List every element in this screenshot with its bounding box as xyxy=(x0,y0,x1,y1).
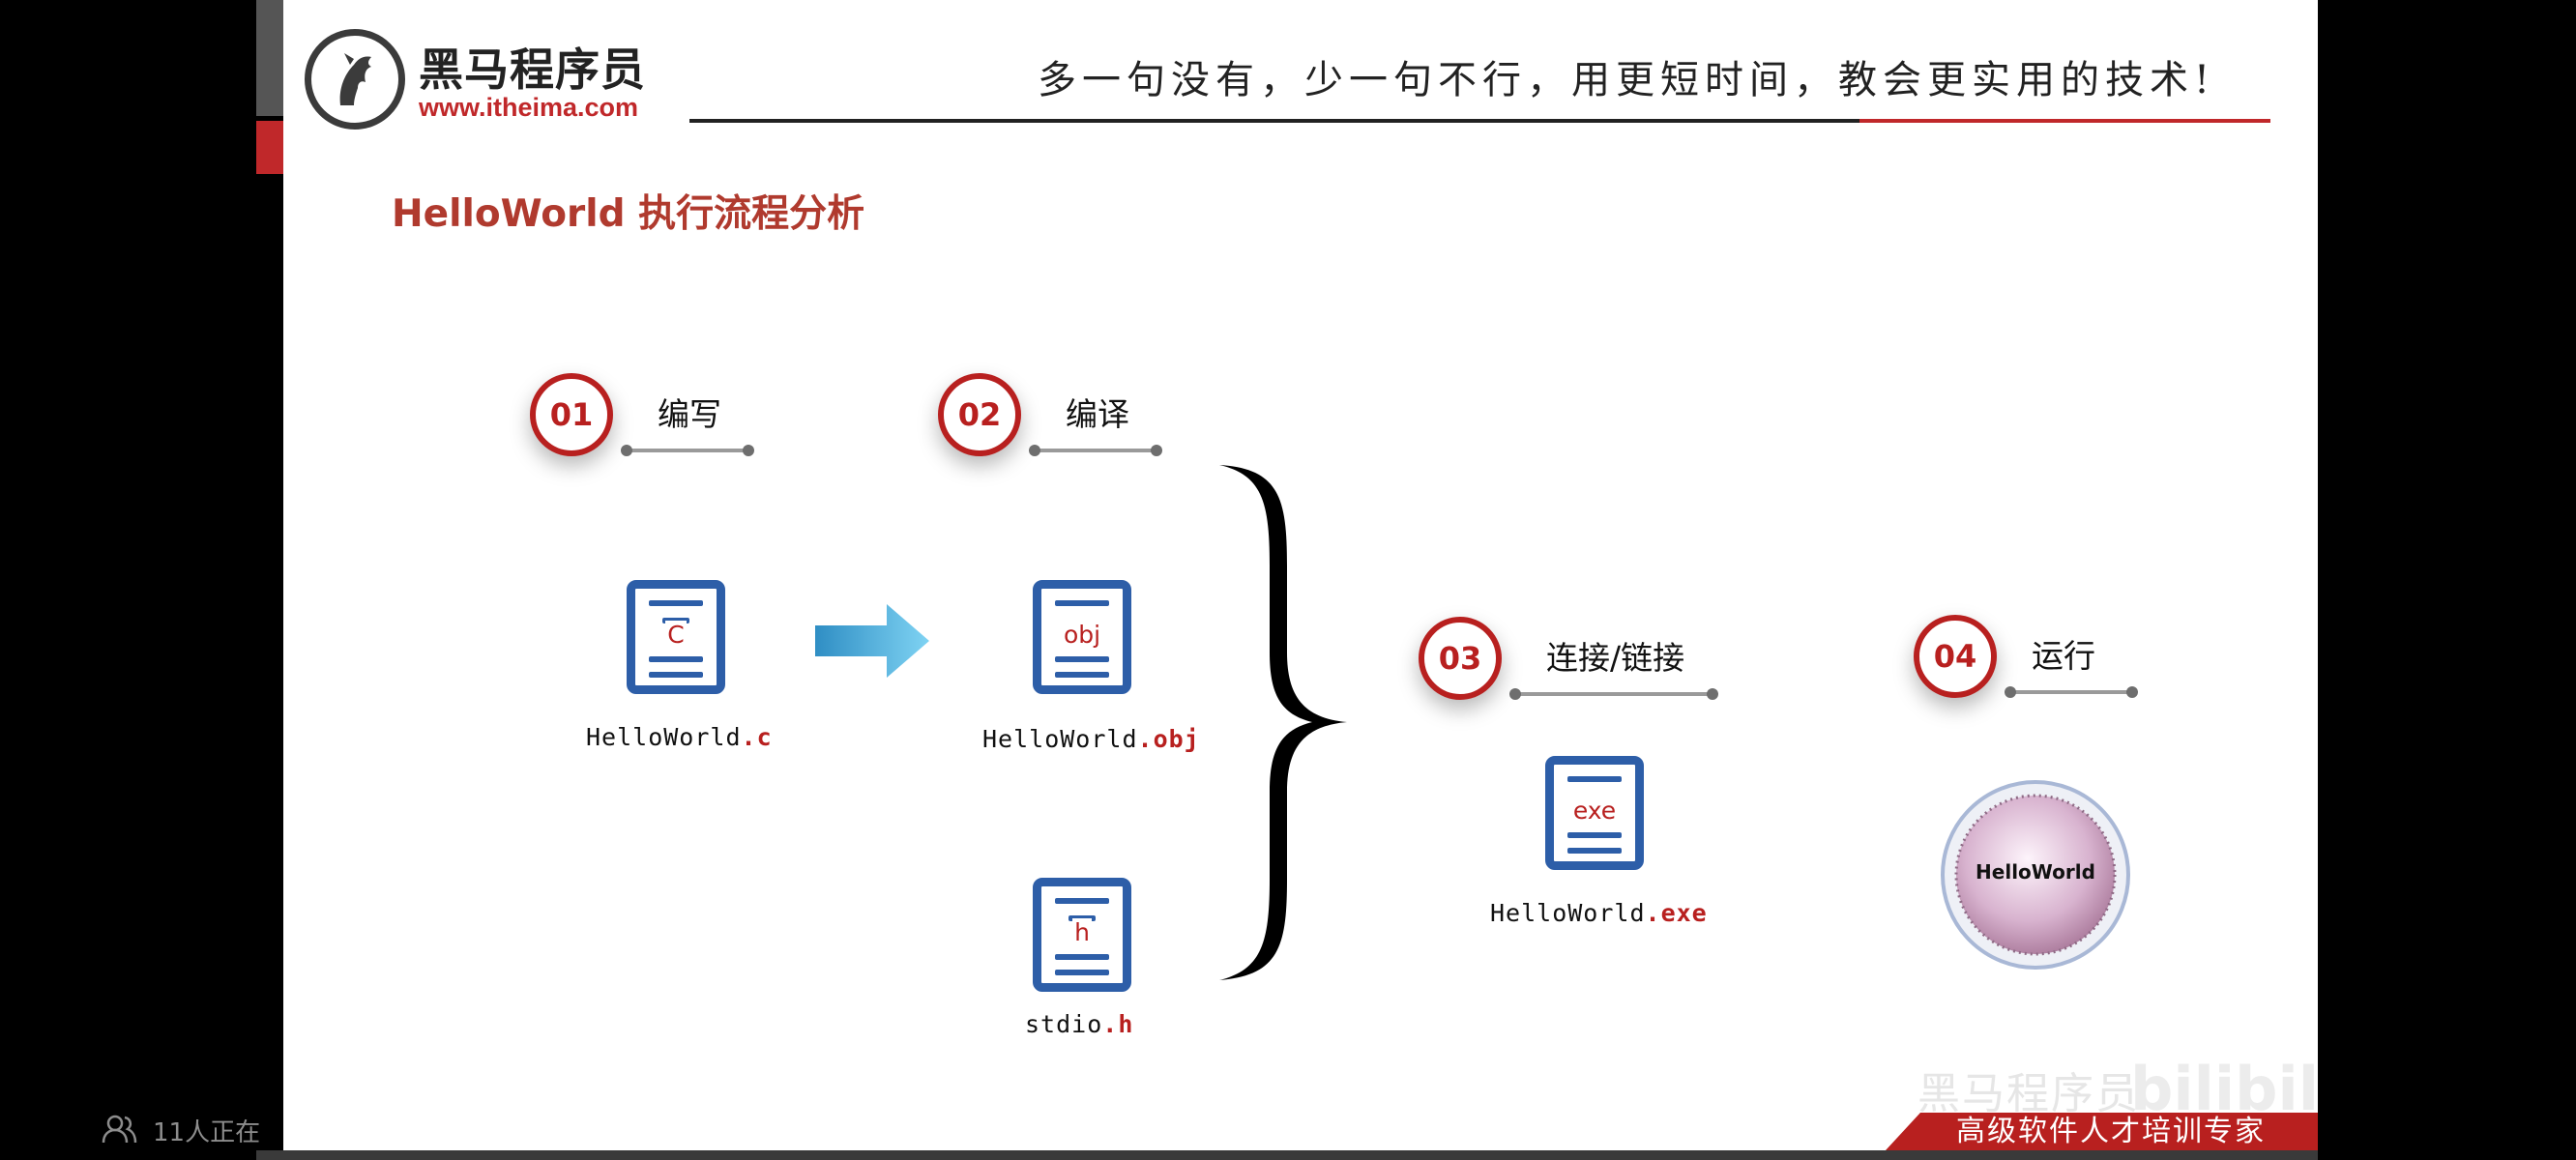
left-edge-accent xyxy=(256,121,283,174)
step-number-badge: 01 xyxy=(530,373,613,456)
file-extension: .h xyxy=(1102,1010,1134,1038)
exe-file-name: HelloWorld.exe xyxy=(1490,899,1708,927)
slide: 黑马程序员 www.itheima.com 多一句没有，少一句不行，用更短时间，… xyxy=(283,0,2318,1150)
brand-url: www.itheima.com xyxy=(419,93,639,122)
step-number-badge: 03 xyxy=(1419,617,1502,700)
step-underline xyxy=(1509,688,1718,700)
header-divider xyxy=(689,119,2270,123)
file-extension: .obj xyxy=(1137,725,1200,753)
header-file-name: stdio.h xyxy=(1025,1010,1133,1038)
video-progress-bar[interactable] xyxy=(256,1150,2318,1160)
exe-file-icon: exe xyxy=(1545,756,1644,870)
right-arrow-icon xyxy=(815,604,929,678)
header-divider-accent xyxy=(1859,119,2270,123)
brand-logo: 黑马程序员 www.itheima.com xyxy=(305,27,672,133)
file-base-name: stdio xyxy=(1025,1010,1103,1038)
obj-file-icon: obj xyxy=(1033,580,1131,694)
source-file-name: HelloWorld.c xyxy=(586,723,773,751)
file-extension: .c xyxy=(741,723,773,751)
file-icon-text: obj xyxy=(1061,621,1103,649)
footer-tagline: 高级软件人才培训专家 xyxy=(1956,1115,2266,1148)
step-underline xyxy=(2005,686,2138,698)
file-extension: .exe xyxy=(1645,899,1708,927)
bilibili-watermark: bilibili xyxy=(2130,1054,2318,1124)
file-icon-text: h xyxy=(1072,918,1092,946)
slogan: 多一句没有，少一句不行，用更短时间，教会更实用的技术! xyxy=(1038,58,2216,102)
horse-logo-icon xyxy=(305,29,405,130)
run-result-badge-icon xyxy=(1941,780,2130,970)
step-label: 连接/链接 xyxy=(1546,639,1685,677)
c-file-icon: C xyxy=(627,580,725,694)
step-underline xyxy=(621,445,754,456)
file-icon-text: exe xyxy=(1570,797,1619,825)
brand-name: 黑马程序员 xyxy=(419,44,646,96)
viewer-count: 11人正在 xyxy=(153,1118,261,1147)
file-icon-text: C xyxy=(665,621,687,649)
file-base-name: HelloWorld xyxy=(586,723,742,751)
watermark-text: 黑马程序员 xyxy=(1917,1069,2140,1118)
slide-title: HelloWorld 执行流程分析 xyxy=(392,192,865,236)
left-edge-bar xyxy=(256,0,283,116)
run-result-text: HelloWorld xyxy=(1976,860,2095,884)
file-base-name: HelloWorld xyxy=(1490,899,1646,927)
object-file-name: HelloWorld.obj xyxy=(982,725,1200,753)
step-label: 编译 xyxy=(1066,395,1129,433)
step-label: 运行 xyxy=(2032,637,2095,675)
step-underline xyxy=(1029,445,1162,456)
footer-banner xyxy=(1886,1113,2318,1150)
step-label: 编写 xyxy=(658,395,721,433)
viewers-icon xyxy=(102,1115,137,1144)
step-number-badge: 04 xyxy=(1914,615,1997,698)
step-number-badge: 02 xyxy=(938,373,1021,456)
file-base-name: HelloWorld xyxy=(982,725,1138,753)
curly-brace-icon xyxy=(1219,465,1347,980)
h-file-icon: h xyxy=(1033,878,1131,992)
